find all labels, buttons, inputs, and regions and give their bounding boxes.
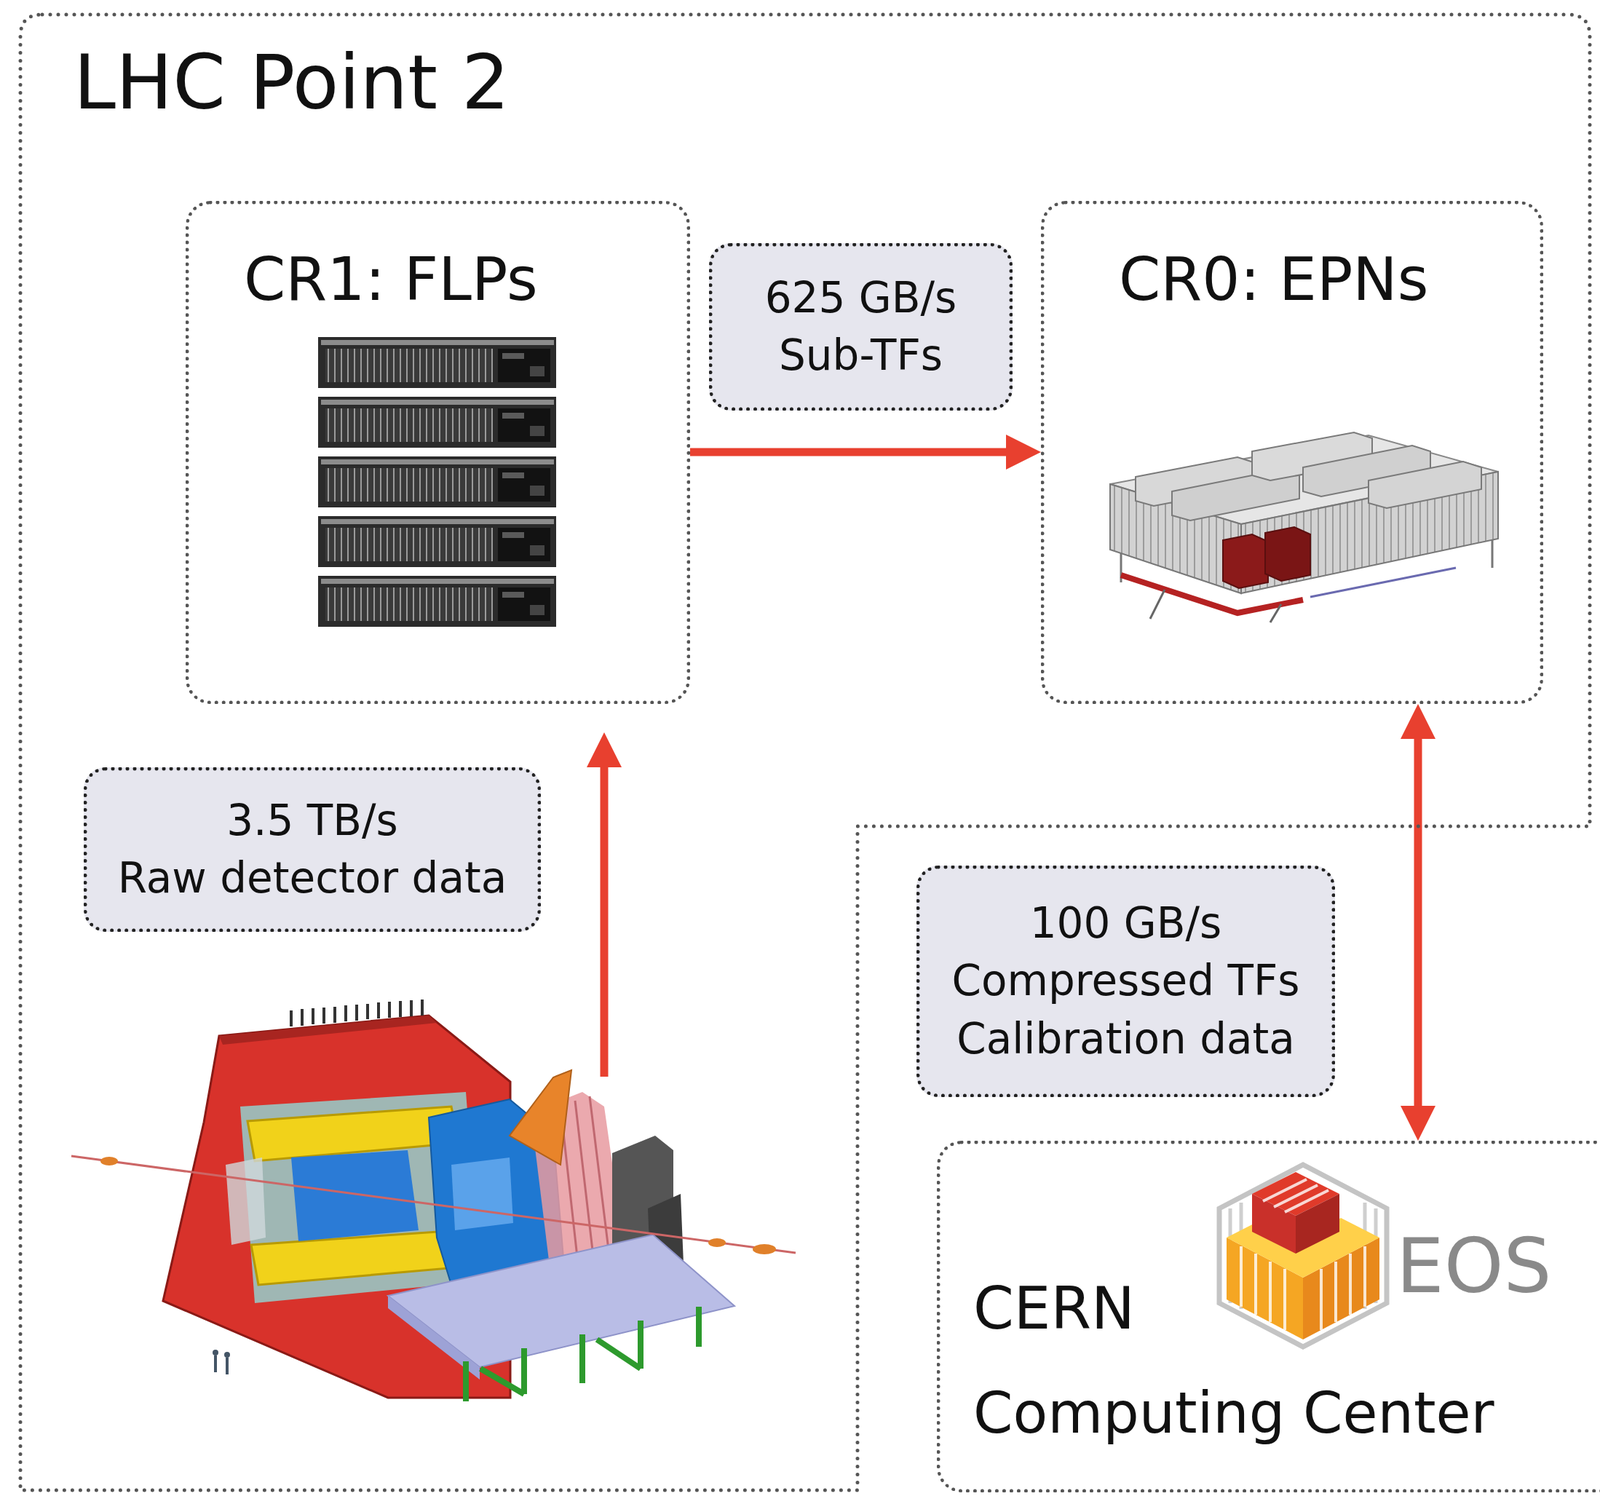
- server-stack: [318, 337, 557, 388]
- datacenter-box: CERN Computing Center: [936, 1140, 1600, 1493]
- detector-drawing: [71, 999, 796, 1402]
- datacenter-drawing: [1150, 589, 1165, 619]
- eos-logo: [1252, 1193, 1296, 1254]
- detector-drawing: [71, 1155, 796, 1253]
- datacenter-drawing: [1110, 432, 1499, 623]
- server-stack: [318, 337, 557, 627]
- detector-drawing: [291, 999, 423, 1027]
- arrow-head: [1006, 434, 1041, 470]
- region-outline: [18, 12, 1592, 1493]
- edge-label: 625 GB/s Sub-TFs: [737, 269, 985, 386]
- datacenter-drawing: [1491, 538, 1494, 568]
- detector-drawing: [219, 1015, 437, 1045]
- rate-text: Raw detector data: [117, 849, 507, 908]
- logo-text: EOS: [1396, 1228, 1552, 1304]
- detector-drawing: [752, 1244, 776, 1255]
- center-name: Computing Center: [973, 1384, 1495, 1442]
- server-stack: [318, 575, 557, 627]
- server-stack: [318, 396, 557, 448]
- room-box: CR0: EPNs: [1040, 200, 1544, 704]
- detector-drawing: [451, 1157, 514, 1231]
- detector-drawing: [100, 1156, 118, 1166]
- rate-tag: 100 GB/s Compressed TFs Calibration data: [916, 865, 1336, 1097]
- center-name: CERN: [973, 1279, 1135, 1338]
- datacenter-drawing: [1270, 604, 1282, 623]
- arrow-head: [1400, 1105, 1436, 1141]
- datacenter-drawing: [1222, 534, 1269, 589]
- data-flow-arrow: [586, 732, 622, 1077]
- room-title: CR1: FLPs: [243, 249, 538, 310]
- site-region: LHC Point 2 CR1: FLPs CR0: EPNs: [18, 12, 1592, 1493]
- detector-drawing: [212, 1349, 219, 1356]
- flow-arrow: [1400, 703, 1436, 1141]
- detector-drawing: [225, 1157, 266, 1245]
- flow-line: [1414, 735, 1423, 1109]
- detector-drawing: [224, 1351, 231, 1358]
- detector-drawing: [247, 1106, 459, 1162]
- detector-drawing: [225, 1357, 229, 1375]
- detector-drawing: [291, 1150, 419, 1242]
- detector-drawing: [465, 1306, 699, 1402]
- flow-line: [690, 448, 1009, 457]
- room-box: CR1: FLPs: [185, 200, 691, 704]
- data-flow-arrow: [586, 732, 622, 768]
- datacenter-drawing: [1368, 461, 1482, 509]
- datacenter-drawing: [1265, 527, 1311, 581]
- eos-logo: [1241, 1246, 1365, 1330]
- detector-drawing: [214, 1355, 217, 1373]
- detector-drawing: [251, 1230, 466, 1285]
- room-title: CR0: EPNs: [1118, 249, 1429, 310]
- eos-logo: [1219, 1164, 1387, 1347]
- edge-label: 100 GB/s Compressed TFs Calibration data: [944, 894, 1307, 1068]
- region-title: LHC Point 2: [73, 44, 510, 121]
- rate-text: 3.5 TB/s: [226, 791, 399, 850]
- flow-arrow: [690, 434, 1041, 470]
- rate-tag: 625 GB/s Sub-TFs: [709, 243, 1013, 411]
- rate-tag: 3.5 TB/sRaw detector data: [83, 767, 541, 932]
- data-flow-arrow: [600, 764, 609, 1077]
- datacenter-drawing: [1310, 567, 1456, 597]
- region-outline: [20, 14, 1590, 1491]
- detector-drawing: [509, 1070, 572, 1165]
- eos-logo: [1219, 1164, 1387, 1347]
- detector-drawing: [708, 1238, 726, 1247]
- datacenter-drawing: [1121, 575, 1304, 613]
- server-stack: [318, 516, 557, 568]
- server-stack: [318, 456, 557, 508]
- eos-logo: [1262, 1179, 1329, 1213]
- arrow-head: [1400, 703, 1436, 739]
